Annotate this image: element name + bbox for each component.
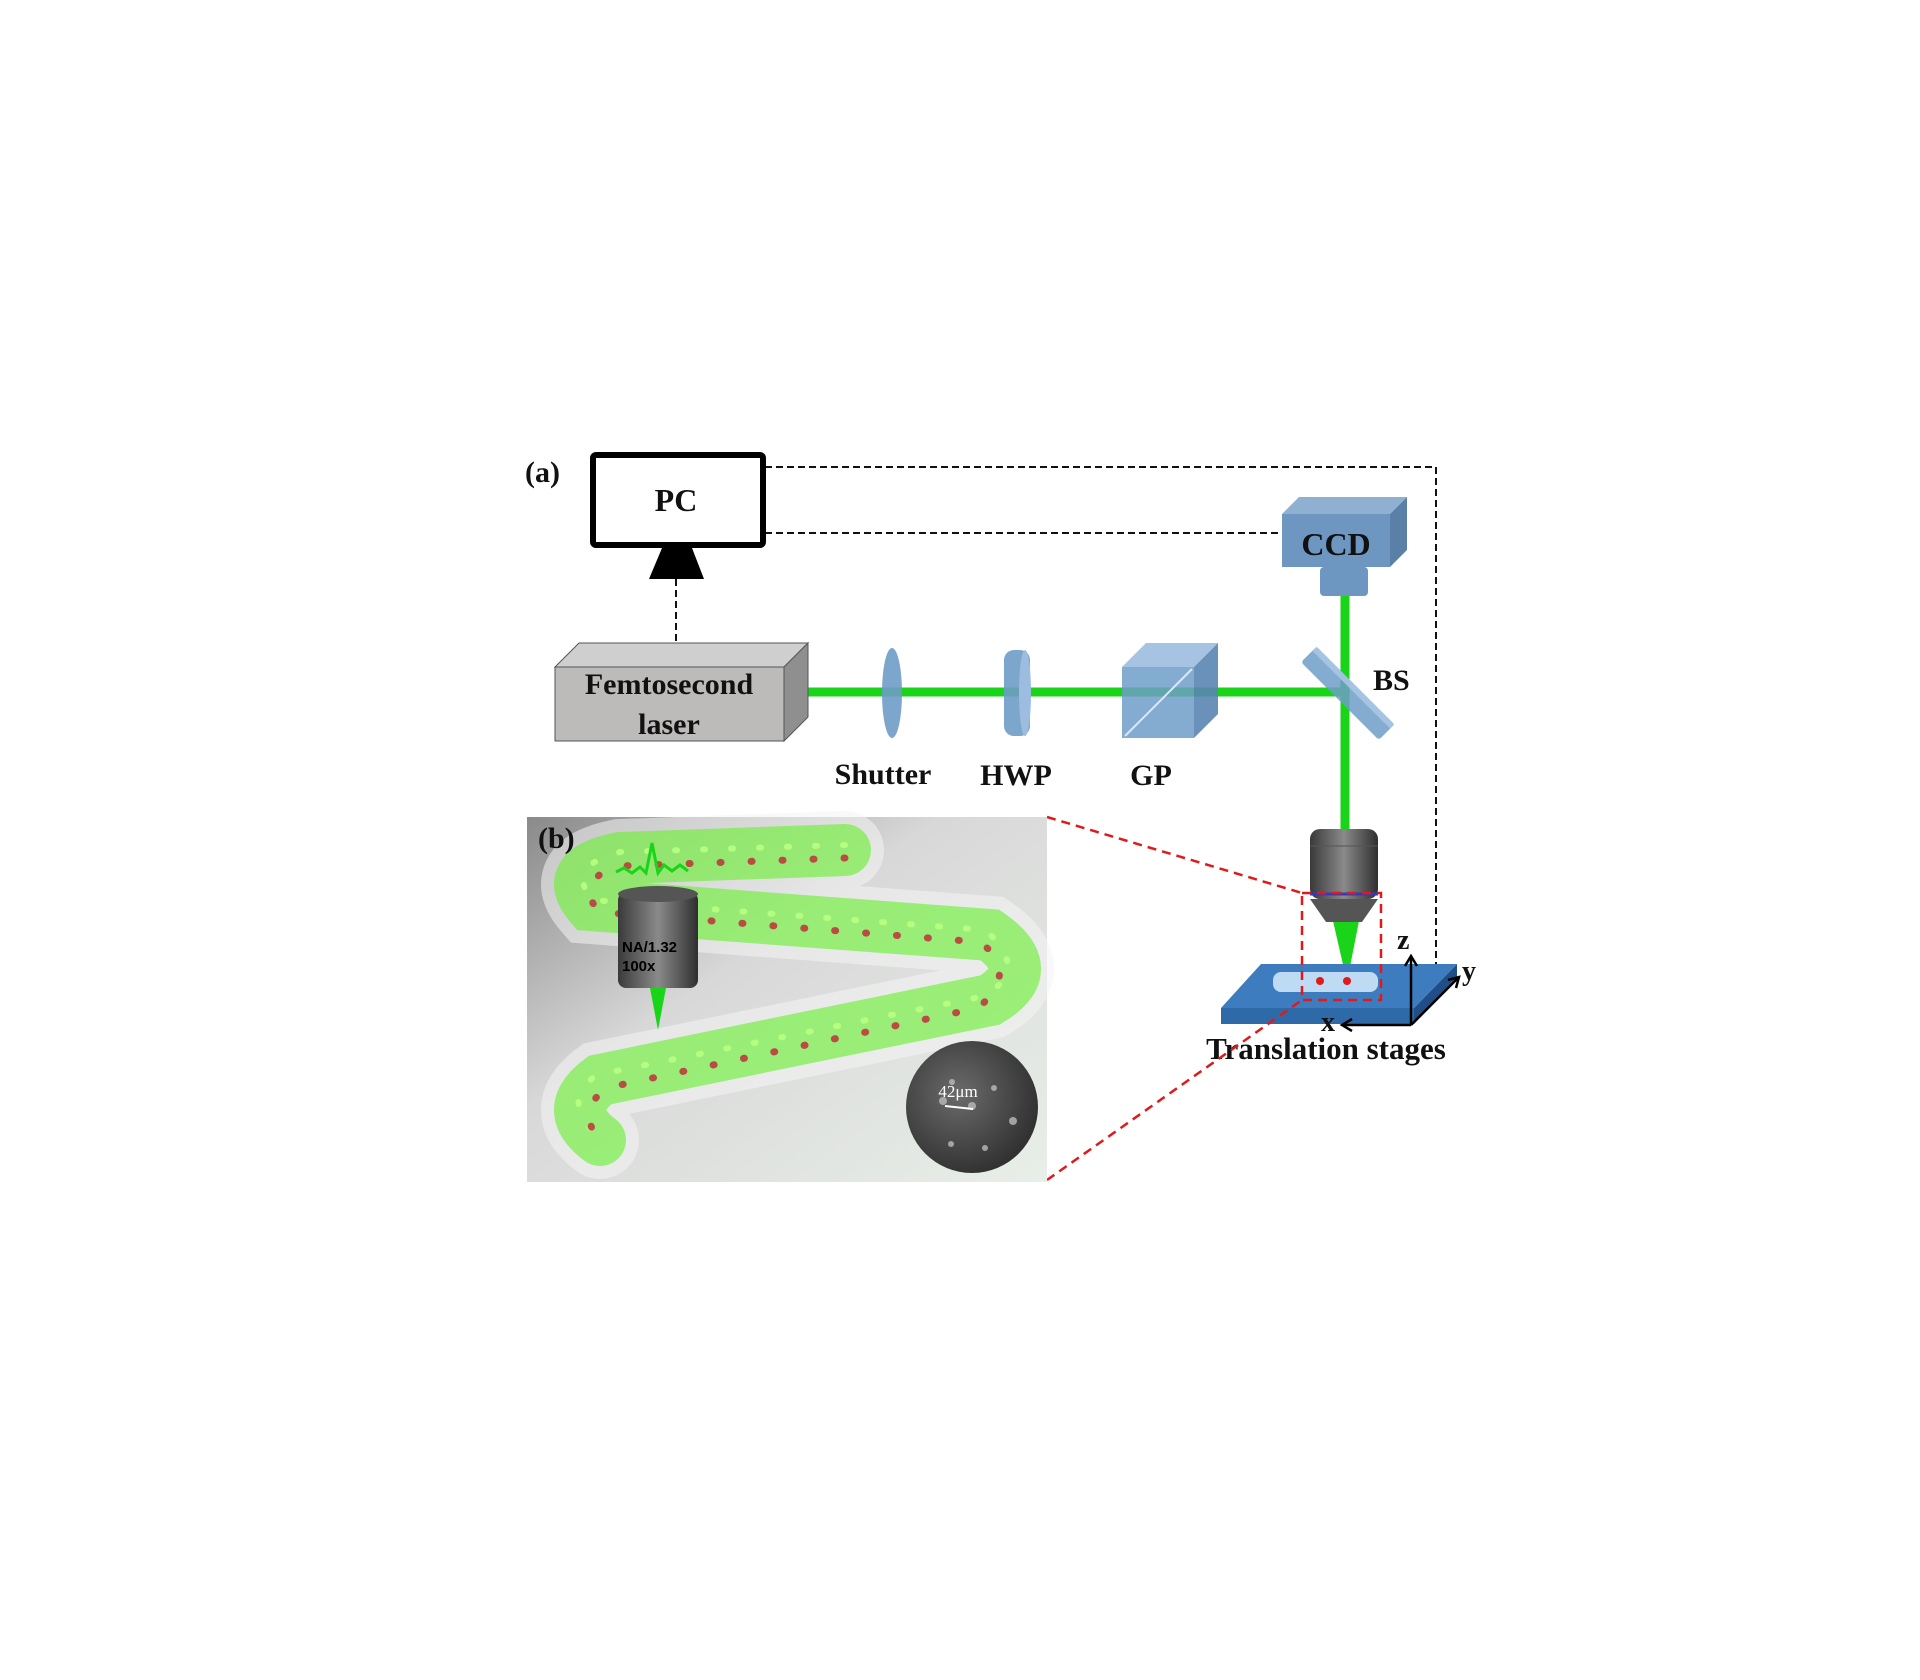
objective-mag-label: 100x: [622, 958, 656, 975]
pulse-waveform-icon: [615, 842, 689, 877]
pc-monitor: PC: [590, 452, 766, 579]
panel-a-label: (a): [525, 456, 560, 489]
stage-label: Translation stages: [1206, 1031, 1446, 1066]
bs-label: BS: [1373, 664, 1410, 697]
pc-label: PC: [655, 482, 698, 518]
panel-b-illustration: NA/1.32 100x 42μm (b): [527, 811, 1054, 1182]
objective-b: [618, 892, 698, 988]
stage-axes: [1339, 953, 1461, 1033]
hwp-label: HWP: [980, 759, 1052, 792]
axis-x-label: x: [1321, 1007, 1335, 1038]
femtosecond-laser: Femtosecond laser: [553, 641, 810, 743]
laser-label-line1: Femtosecond: [585, 668, 754, 701]
half-wave-plate: [1004, 650, 1031, 736]
axis-y-label: y: [1462, 956, 1476, 987]
scale-label: 42μm: [938, 1082, 977, 1101]
gp-label: GP: [1130, 759, 1172, 792]
shutter-label: Shutter: [835, 758, 932, 791]
ccd-camera: CCD: [1282, 497, 1407, 596]
glan-prism: [1122, 643, 1218, 738]
laser-label-line2: laser: [638, 708, 700, 741]
zoom-indicator: [1046, 815, 1383, 1182]
beam-splitter: [1302, 646, 1395, 739]
panel-b-label: (b): [538, 822, 575, 855]
objective-lens: [1310, 829, 1378, 922]
shutter-lens: [882, 648, 902, 738]
objective-na-label: NA/1.32: [622, 939, 677, 956]
laser-beam: [784, 596, 1359, 982]
axis-z-label: z: [1397, 925, 1409, 956]
ccd-label: CCD: [1301, 526, 1370, 562]
translation-stage: [1221, 964, 1457, 1024]
